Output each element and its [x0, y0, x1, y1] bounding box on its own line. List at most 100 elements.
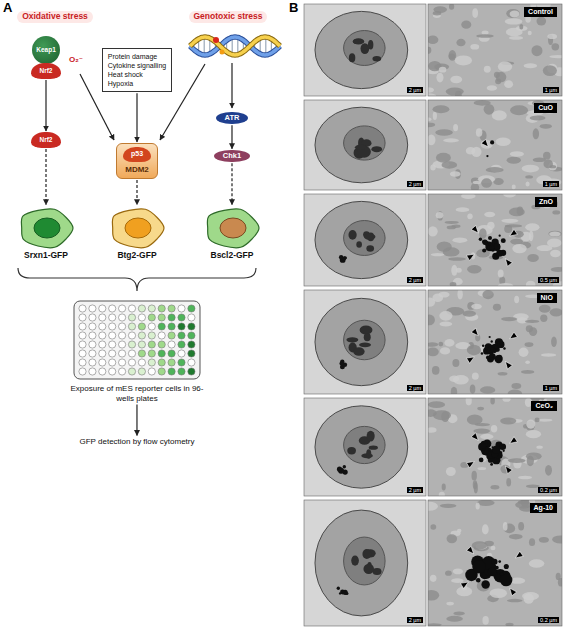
- organelle: [482, 290, 493, 299]
- plate-well: [79, 341, 86, 348]
- organelle: [428, 401, 445, 408]
- organelle: [438, 342, 443, 347]
- node-text: CuO: [538, 104, 553, 112]
- organelle: [480, 386, 495, 393]
- cell-shape: [107, 206, 167, 250]
- particle: [343, 470, 347, 474]
- particle: [486, 155, 488, 157]
- organelle: [552, 210, 560, 214]
- pointer-arrowhead: [510, 588, 517, 596]
- plate-well: [148, 350, 155, 357]
- organelle: [517, 207, 523, 216]
- plate-well: [99, 305, 106, 312]
- organelle: [498, 372, 508, 376]
- organelle: [436, 73, 443, 83]
- particle: [482, 344, 485, 347]
- p53-protein: p53: [123, 147, 151, 162]
- particle: [501, 238, 506, 243]
- particle: [486, 356, 490, 360]
- organelle: [490, 398, 495, 404]
- pathway-arrow: [45, 149, 46, 205]
- scale-label: 1 µm: [543, 87, 559, 93]
- chromatin: [346, 337, 358, 342]
- atr-kinase: ATR: [216, 112, 249, 125]
- particle: [489, 353, 494, 358]
- organelle: [473, 181, 481, 184]
- organelle: [449, 4, 454, 10]
- plate-well: [188, 350, 195, 357]
- pointer-arrowhead: [466, 254, 474, 260]
- plate-well: [148, 368, 155, 375]
- micrograph: [304, 100, 426, 190]
- organelle: [433, 111, 437, 120]
- organelle: [541, 353, 556, 356]
- plate-well: [89, 314, 96, 321]
- particle: [494, 243, 500, 249]
- micrograph: [304, 194, 426, 286]
- organelle: [428, 35, 438, 44]
- organelle: [504, 225, 512, 233]
- chromatin: [364, 333, 371, 341]
- organelle: [535, 418, 540, 423]
- organelle: [439, 311, 452, 321]
- particle: [478, 443, 486, 451]
- pointer-arrowhead: [505, 466, 512, 474]
- node-text: Control: [528, 8, 553, 16]
- particle: [503, 347, 505, 349]
- organelle: [533, 157, 546, 162]
- organelle: [431, 253, 444, 256]
- plate-well: [109, 359, 116, 366]
- particle: [343, 465, 346, 468]
- plate-well: [128, 305, 135, 312]
- pointer-arrowhead: [466, 357, 474, 363]
- nucleus: [344, 126, 385, 160]
- node-text: p53: [131, 150, 143, 158]
- chromatin: [362, 549, 371, 559]
- plate-well: [79, 323, 86, 330]
- particle: [339, 592, 341, 594]
- organelle: [525, 223, 539, 231]
- organelle: [526, 325, 533, 332]
- plate-well: [89, 359, 96, 366]
- plate-well: [188, 323, 195, 330]
- plate-well: [128, 314, 135, 321]
- plate-well: [89, 323, 96, 330]
- node-text: Keap1: [36, 46, 56, 53]
- organelle: [430, 165, 435, 171]
- organelle: [536, 17, 546, 26]
- node-text: Nrf2: [39, 136, 52, 143]
- cell-body: [315, 406, 408, 488]
- nrf2-protein: Nrf2: [31, 132, 61, 148]
- signal-arrow: [231, 63, 232, 108]
- plate-well: [148, 323, 155, 330]
- organelle: [540, 315, 547, 322]
- organelle: [428, 502, 438, 511]
- chromatin: [359, 343, 371, 348]
- micrograph: [304, 290, 426, 394]
- chromatin: [355, 145, 366, 150]
- micrograph: [428, 398, 562, 496]
- node-text: Protein damage: [108, 52, 166, 61]
- organelle: [508, 390, 522, 394]
- organelle: [528, 31, 532, 36]
- node-text: Bscl2-GFP: [211, 251, 254, 261]
- organelle: [510, 151, 524, 157]
- pathway-arrow: [136, 180, 137, 205]
- cell-membrane: [207, 208, 259, 247]
- micrograph-frame: [428, 290, 562, 394]
- pointer-arrowhead: [510, 332, 518, 339]
- node-text: ZnO: [539, 198, 553, 206]
- organelle: [547, 238, 562, 247]
- organelle: [543, 160, 552, 169]
- organelle: [455, 55, 472, 65]
- plate-well: [168, 332, 175, 339]
- particle: [488, 348, 491, 351]
- plate-well: [188, 332, 195, 339]
- organelle: [539, 537, 549, 543]
- organelle: [430, 575, 437, 582]
- cell-body: [315, 510, 408, 616]
- dna-strand: [190, 37, 280, 55]
- organelle: [482, 524, 489, 534]
- plate-well: [119, 323, 126, 330]
